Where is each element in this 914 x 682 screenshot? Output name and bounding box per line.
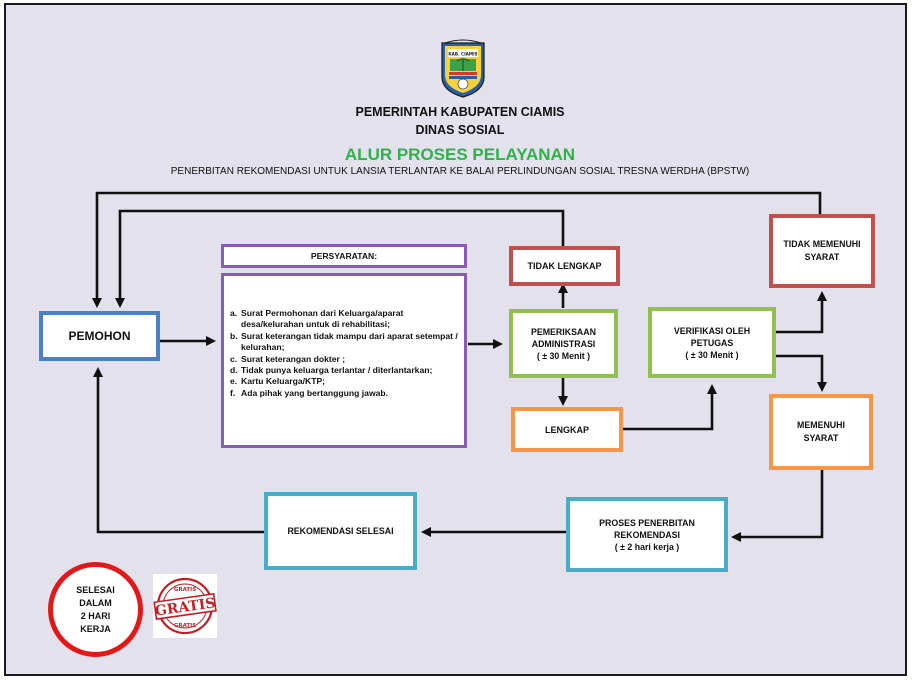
node-tidak-lengkap: TIDAK LENGKAP: [509, 246, 620, 286]
node-pemeriksaan: PEMERIKSAAN ADMINISTRASI ( ± 30 Menit ): [509, 309, 618, 378]
node-tidak-lengkap-label: TIDAK LENGKAP: [527, 261, 602, 271]
completion-badge: SELESAI DALAM 2 HARI KERJA: [48, 562, 143, 657]
node-lengkap: LENGKAP: [511, 407, 623, 452]
arrow-rekomendasi-to-pemohon: [93, 367, 264, 534]
node-memenuhi: MEMENUHI SYARAT: [769, 394, 873, 470]
dept-name: DINAS SOSIAL: [415, 123, 505, 137]
node-pemohon-label: PEMOHON: [68, 329, 131, 343]
node-proses-penerbitan: PROSES PENERBITAN REKOMENDASI ( ± 2 hari…: [566, 497, 728, 572]
node-verifikasi-label: VERIFIKASI OLEH PETUGAS ( ± 30 Menit ): [673, 325, 751, 360]
node-verifikasi: VERIFIKASI OLEH PETUGAS ( ± 30 Menit ): [648, 307, 776, 378]
requirement-item: e.Kartu Keluarga/KTP;: [230, 376, 326, 387]
gratis-stamp: GRATIS GRATIS GRATIS: [153, 577, 217, 635]
node-proses-label: PROSES PENERBITAN REKOMENDASI ( ± 2 hari…: [599, 517, 695, 552]
stamp-bottom-text: GRATIS: [174, 623, 196, 629]
stamp-top-text: GRATIS: [174, 587, 196, 593]
arrow-verifikasi-to-tidak-memenuhi: [776, 291, 827, 334]
requirement-item: b.Surat keterangan tidak mampu dari apar…: [230, 330, 458, 353]
node-rekomendasi-selesai: REKOMENDASI SELESAI: [264, 492, 417, 570]
node-memenuhi-label: MEMENUHI SYARAT: [797, 420, 845, 443]
node-tidak-memenuhi-label: TIDAK MEMENUHI SYARAT: [783, 239, 861, 262]
requirements-list: a.Surat Permohonan dari Keluarga/aparat …: [230, 308, 462, 399]
page-subtitle: PENERBITAN REKOMENDASI UNTUK LANSIA TERL…: [170, 166, 750, 177]
emblem-text: KAB. CIAMIS: [448, 52, 477, 57]
arrow-memenuhi-to-proses: [731, 470, 824, 542]
org-name: PEMERINTAH KABUPATEN CIAMIS: [355, 105, 565, 119]
persyaratan-title: PERSYARATAN:: [310, 251, 378, 261]
requirement-item: d.Tidak punya keluarga terlantar / diter…: [230, 365, 433, 376]
arrow-tidak-lengkap-to-pemohon: [115, 209, 565, 308]
node-pemeriksaan-label: PEMERIKSAAN ADMINISTRASI ( ± 30 Menit ): [530, 326, 596, 361]
completion-badge-text: SELESAI DALAM 2 HARI KERJA: [76, 584, 115, 634]
node-persyaratan-header: PERSYARATAN:: [221, 244, 467, 268]
requirement-item: a.Surat Permohonan dari Keluarga/aparat …: [230, 308, 404, 330]
node-tidak-memenuhi: TIDAK MEMENUHI SYARAT: [769, 214, 875, 288]
requirement-item: c.Surat keterangan dokter ;: [230, 353, 346, 364]
node-persyaratan-list: [221, 273, 467, 448]
stamp-main-text: GRATIS: [154, 595, 216, 619]
node-pemohon: PEMOHON: [39, 311, 160, 361]
arrow-lengkap-to-verifikasi: [623, 384, 717, 431]
arrow-tidak-memenuhi-to-pemohon: [92, 191, 822, 308]
arrow-verifikasi-to-memenuhi: [776, 354, 827, 392]
node-rekomendasi-label: REKOMENDASI SELESAI: [287, 526, 394, 536]
node-lengkap-label: LENGKAP: [544, 424, 589, 435]
ciamis-emblem-logo: KAB. CIAMIS: [441, 39, 485, 98]
page-title: ALUR PROSES PELAYANAN: [344, 145, 576, 164]
requirement-item: f.Ada pihak yang bertanggung jawab.: [230, 387, 389, 398]
